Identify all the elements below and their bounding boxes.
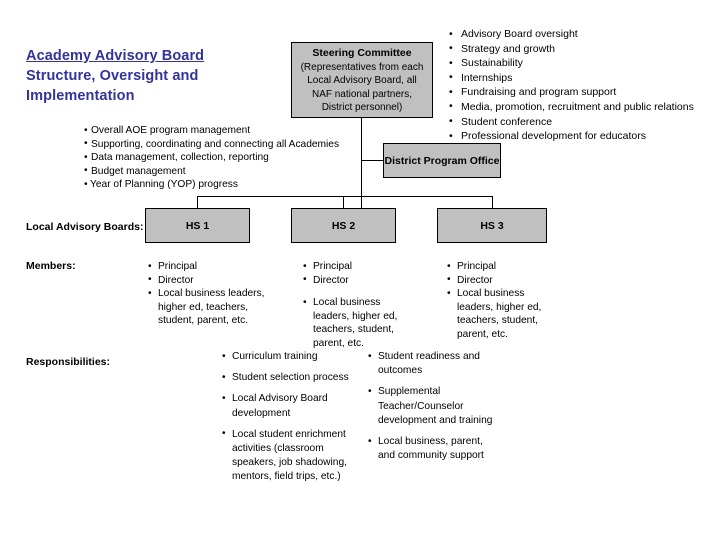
list-item: Local business, parent, and community su…: [368, 435, 493, 463]
list-item: Principal: [447, 260, 557, 274]
connector-steering-vertical: [361, 118, 362, 210]
connector-hs2-drop: [343, 196, 344, 209]
hs1-label: HS 1: [185, 219, 210, 232]
hs3-label: HS 3: [480, 219, 504, 232]
responsibilities-label: Responsibilities:: [26, 356, 111, 368]
list-item: Overall AOE program management: [84, 124, 354, 138]
list-item: Curriculum training: [222, 349, 357, 364]
members-label: Members:: [26, 260, 76, 272]
hs2-responsibilities-list: Curriculum training Student selection pr…: [222, 349, 357, 485]
hs3-members-list: Principal Director Local business leader…: [447, 260, 557, 342]
oversight-bullet-list: Advisory Board oversight Strategy and gr…: [449, 27, 714, 144]
list-item: Sustainability: [449, 56, 714, 71]
hs2-members-list: Principal Director Local business leader…: [303, 260, 408, 351]
hs1-members-list: Principal Director Local business leader…: [148, 260, 273, 328]
list-item: Budget management: [84, 164, 354, 179]
connector-hs-bus: [197, 196, 492, 197]
steering-committee-node: Steering Committee (Representatives from…: [291, 42, 433, 118]
connector-hs3-drop: [492, 196, 493, 209]
list-item: Principal: [303, 260, 408, 274]
connector-district-branch: [361, 160, 384, 161]
list-item: Principal: [148, 260, 273, 274]
hs2-label: HS 2: [331, 219, 356, 232]
district-program-office-node: District Program Office: [383, 143, 501, 178]
list-item: Local Advisory Board development: [222, 392, 357, 420]
list-item: Student selection process: [222, 371, 357, 385]
list-item: Local business leaders, higher ed, teach…: [303, 296, 408, 350]
steering-committee-subtitle: (Representatives from each Local Advisor…: [300, 61, 424, 114]
connector-hs1-drop: [197, 196, 198, 209]
page-title: Academy Advisory Board Structure, Oversi…: [26, 46, 276, 106]
list-item: Director: [303, 273, 408, 288]
list-item: Strategy and growth: [449, 41, 714, 57]
list-item: Director: [148, 273, 273, 288]
page-title-line-1: Academy Advisory Board: [26, 48, 205, 64]
hs3-responsibilities-list: Student readiness and outcomes Supplemen…: [368, 349, 493, 463]
hs1-node: HS 1: [145, 208, 250, 243]
list-item: Media, promotion, recruitment and public…: [449, 99, 714, 115]
list-item: Fundraising and program support: [449, 85, 714, 100]
list-item: Local business leaders, higher ed, teach…: [148, 287, 273, 328]
list-item: Student readiness and outcomes: [368, 349, 493, 378]
list-item: Year of Planning (YOP) progress: [84, 178, 354, 192]
steering-duties-bullet-list: Overall AOE program management Supportin…: [84, 124, 354, 192]
list-item: Local student enrichment activities (cla…: [222, 427, 357, 485]
list-item: Internships: [449, 70, 714, 86]
steering-committee-title: Steering Committee: [312, 46, 412, 59]
hs3-node: HS 3: [437, 208, 547, 243]
district-program-office-title: District Program Office: [384, 154, 500, 167]
list-item: Supporting, coordinating and connecting …: [84, 137, 354, 152]
list-item: Advisory Board oversight: [449, 27, 714, 42]
list-item: Student conference: [449, 114, 714, 130]
hs2-node: HS 2: [291, 208, 396, 243]
list-item: Data management, collection, reporting: [84, 151, 354, 165]
list-item: Professional development for educators: [449, 129, 714, 144]
list-item: Local business leaders, higher ed, teach…: [447, 287, 557, 341]
list-item: Supplemental Teacher/Counselor developme…: [368, 385, 493, 428]
list-item: Director: [447, 273, 557, 288]
page-title-line-2: Structure, Oversight and: [26, 68, 199, 84]
local-advisory-boards-label: Local Advisory Boards:: [26, 221, 144, 233]
page-title-line-3: Implementation: [26, 88, 135, 104]
